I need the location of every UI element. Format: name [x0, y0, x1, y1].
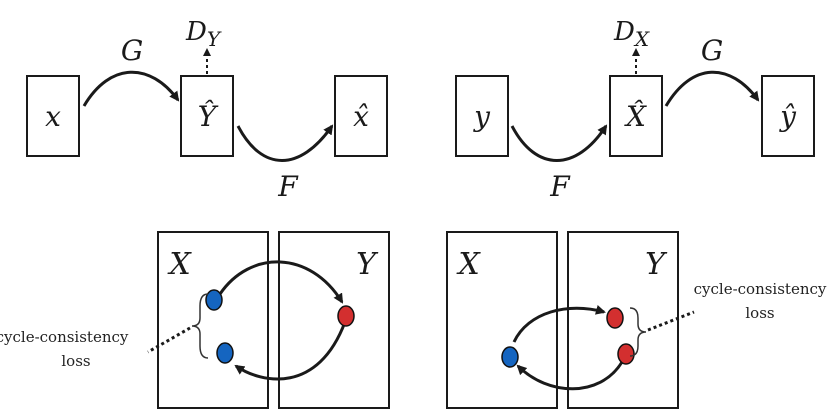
arrow-g-backward — [664, 70, 760, 107]
y-point-mapped — [337, 305, 355, 327]
node-x-hat-box — [334, 75, 388, 157]
domain-x-box-2 — [446, 231, 558, 409]
node-y-hat2-box — [761, 75, 815, 157]
node-x-box — [26, 75, 80, 157]
node-y-hat-box — [180, 75, 234, 157]
discriminator-label-2: DX — [613, 17, 650, 51]
arrow-f-forward — [510, 124, 608, 162]
node-y-box — [455, 75, 509, 157]
arrow-g-forward — [82, 70, 180, 107]
backward-map-arrow-2 — [516, 361, 624, 391]
label-f: F — [277, 170, 299, 203]
x-point-start — [205, 289, 223, 311]
top-left-cycle: x Ŷ x̂ G F DY — [26, 17, 388, 203]
domain-y-label: Y — [356, 247, 379, 282]
domain-x-box — [157, 231, 269, 409]
y-point-reconstructed — [617, 343, 635, 365]
label-g: G — [121, 34, 143, 67]
loss-brace-2 — [629, 307, 647, 357]
bottom-left-cycle: X Y cycle-consistency loss — [0, 231, 390, 409]
node-x-hat2-box — [609, 75, 663, 157]
arrow-f-backward — [236, 124, 334, 162]
domain-x-label-2: X — [456, 247, 481, 282]
node-y-label: y — [472, 100, 491, 133]
loss-label-line2: loss — [61, 352, 90, 370]
top-right-cycle: y X̂ ŷ F G DX — [455, 17, 815, 203]
loss-label-line1: cycle-consistency — [0, 328, 129, 346]
x-point-mapped — [501, 346, 519, 368]
backward-map-arrow — [234, 321, 347, 381]
discriminator-label: DY — [185, 17, 222, 51]
forward-map-arrow-2 — [512, 305, 606, 343]
node-x-hat2-label: X̂ — [624, 100, 647, 133]
loss-dotted-line — [147, 326, 191, 354]
forward-map-arrow — [218, 260, 344, 304]
label-f2: F — [549, 170, 571, 203]
label-g2: G — [701, 34, 723, 67]
node-x-hat-label: x̂ — [353, 100, 369, 133]
node-y-hat2-label: ŷ — [778, 100, 797, 133]
domain-y-label-2: Y — [645, 247, 668, 282]
domain-x-label: X — [167, 247, 192, 282]
loss-label2-line1: cycle-consistency — [694, 280, 827, 298]
y-point-start — [606, 307, 624, 329]
loss-label2-line2: loss — [745, 304, 774, 322]
node-x-label: x — [45, 100, 61, 133]
x-point-reconstructed — [216, 342, 234, 364]
loss-dotted-line-2 — [647, 310, 695, 332]
domain-y-box — [278, 231, 390, 409]
node-y-hat-label: Ŷ — [198, 100, 219, 133]
loss-brace — [191, 293, 209, 359]
bottom-right-cycle: X Y cycle-consistency loss — [446, 231, 827, 409]
